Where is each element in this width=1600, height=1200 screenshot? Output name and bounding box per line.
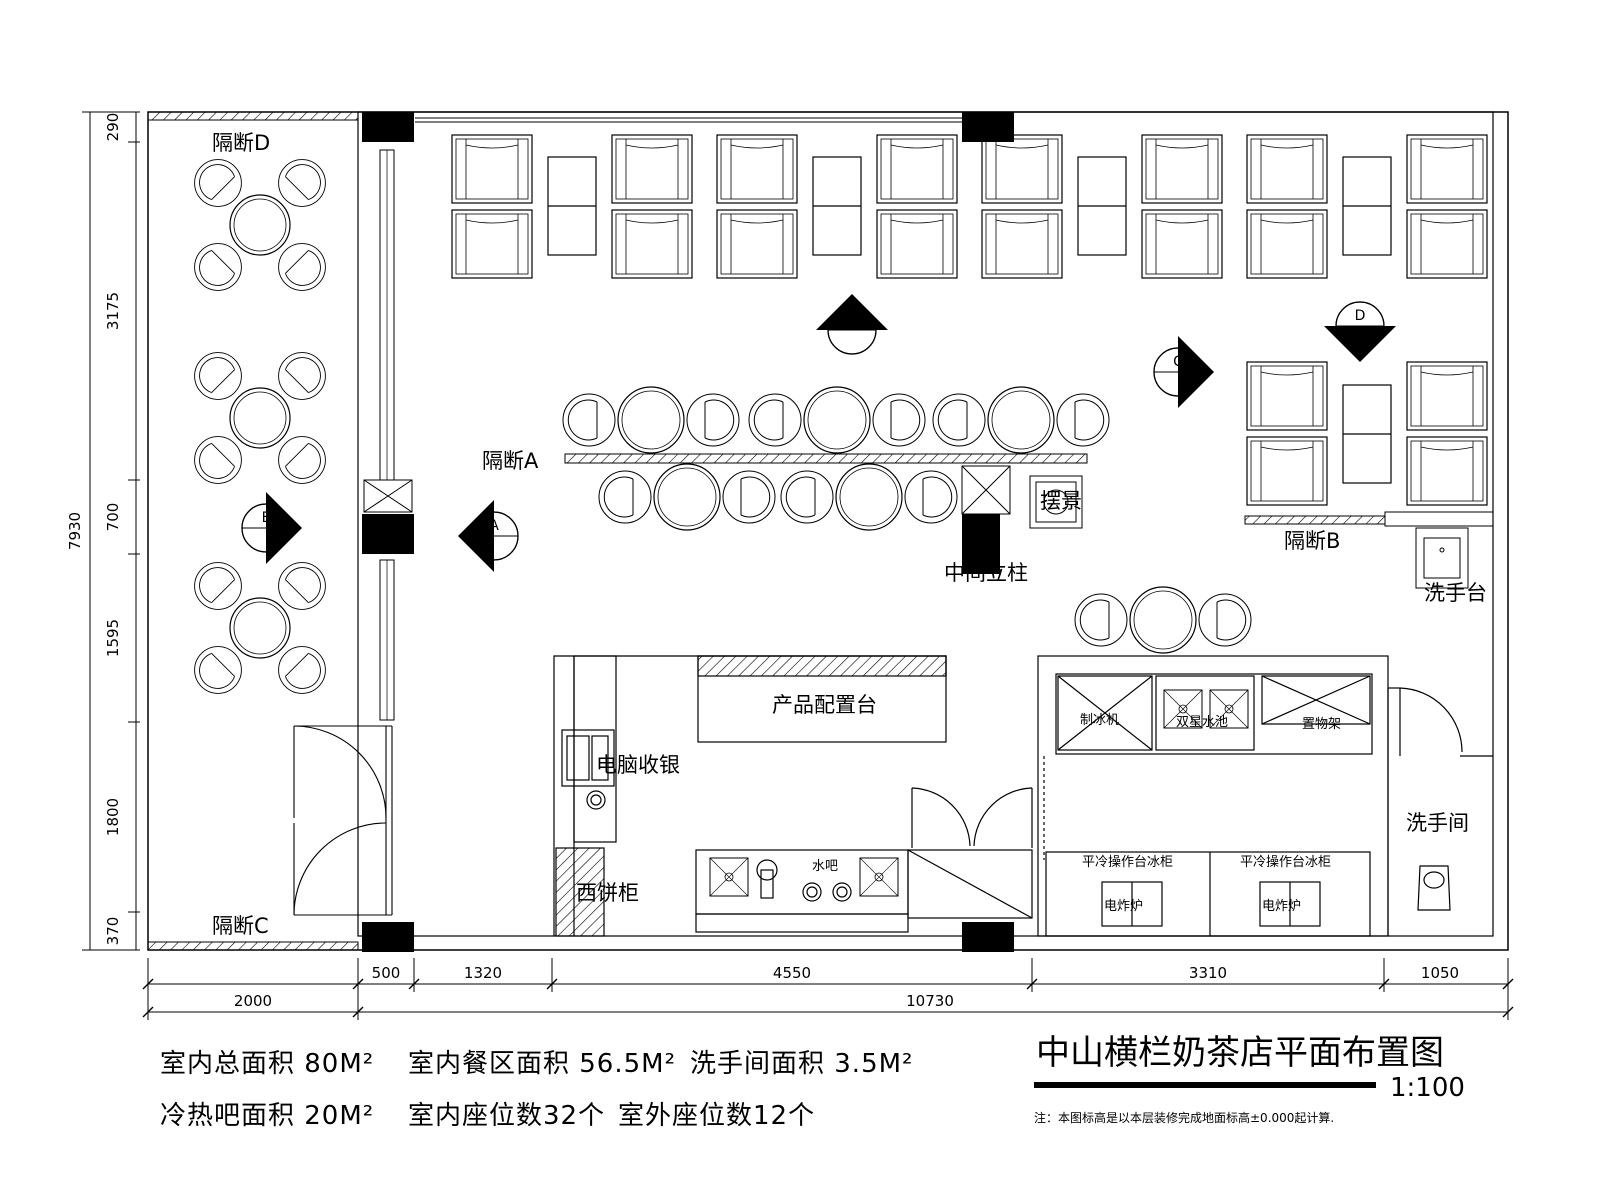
section-marker-label: C — [1173, 354, 1183, 370]
section-marker-label: B — [847, 312, 857, 328]
outdoor-seating — [185, 150, 335, 703]
booth-seating — [451, 134, 1488, 506]
dim-indoor-total: 10730 — [906, 992, 954, 1010]
label-water-bar: 水吧 — [812, 859, 838, 874]
section-marker-label: D — [1355, 308, 1366, 324]
label-partition-c: 隔断C — [212, 914, 269, 938]
stat-outdoor-seats: 室外座位数12个 — [618, 1101, 815, 1131]
dim-left-4: 1595 — [104, 619, 122, 657]
label-product-table: 产品配置台 — [772, 693, 877, 717]
dim-left-2: 3175 — [104, 292, 122, 330]
stat-total-area: 室内总面积 80M² — [160, 1049, 374, 1079]
area-statistics: 室内总面积 80M² 室内餐区面积 56.5M² 洗手间面积 3.5M² 冷热吧… — [160, 1049, 913, 1131]
title-block: 中山横栏奶茶店平面布置图 1:100 注：本图标高是以本层装修完成地面标高±0.… — [1034, 1033, 1465, 1125]
dimension-lines — [82, 111, 1509, 1020]
dim-left-6: 370 — [104, 917, 122, 946]
stat-dining-area: 室内餐区面积 56.5M² — [408, 1049, 676, 1079]
label-washroom: 洗手间 — [1406, 811, 1469, 835]
dim-bottom-5: 1050 — [1421, 964, 1459, 982]
stat-bar-area: 冷热吧面积 20M² — [160, 1101, 374, 1131]
label-handwash: 洗手台 — [1424, 581, 1487, 605]
dim-bottom-1: 500 — [372, 964, 401, 982]
label-shelf: 置物架 — [1302, 717, 1341, 732]
entrance-doors — [293, 725, 393, 916]
round-table-seating — [563, 387, 1251, 653]
column-box — [363, 465, 1011, 515]
room-labels: 隔断D 隔断C 隔断A 隔断B 中间立柱 摆景 洗手台 洗手间 产品配置台 电脑… — [212, 131, 1487, 938]
outer-walls — [147, 111, 1509, 951]
dim-bottom-4: 3310 — [1189, 964, 1227, 982]
label-decor: 摆景 — [1040, 489, 1082, 513]
booth-tables — [547, 156, 1392, 484]
section-marker-e: E — [241, 492, 302, 564]
kitchen-area — [1037, 655, 1389, 937]
drawing-scale: 1:100 — [1390, 1073, 1465, 1103]
section-marker-c: C — [1153, 336, 1214, 408]
section-marker-b: B — [816, 294, 888, 355]
dim-left-3: 700 — [104, 503, 122, 532]
dim-bottom-3: 4550 — [773, 964, 811, 982]
label-partition-a: 隔断A — [482, 449, 539, 473]
label-cake-cabinet: 西饼柜 — [576, 881, 639, 905]
dim-bottom-2: 1320 — [464, 964, 502, 982]
label-fridge-counter-2: 平冷操作台冰柜 — [1240, 854, 1331, 870]
label-fridge-counter-1: 平冷操作台冰柜 — [1082, 854, 1173, 870]
label-stove-2: 电炸炉 — [1262, 899, 1301, 914]
section-marker-a: A — [458, 500, 519, 572]
dimension-texts: 500 1320 4550 3310 1050 2000 10730 290 3… — [66, 113, 1459, 1010]
washroom — [1387, 687, 1493, 936]
section-marker-label: E — [262, 510, 271, 526]
stat-washroom-area: 洗手间面积 3.5M² — [690, 1049, 913, 1079]
label-double-sink: 双星水池 — [1176, 715, 1228, 730]
dim-left-1: 290 — [104, 113, 122, 142]
drawing-title: 中山横栏奶茶店平面布置图 — [1036, 1033, 1444, 1073]
label-stove-1: 电炸炉 — [1104, 899, 1143, 914]
dim-left-5: 1800 — [104, 798, 122, 836]
label-cashier: 电脑收银 — [596, 753, 680, 777]
drawing-note: 注：本图标高是以本层装修完成地面标高±0.000起计算. — [1034, 1110, 1334, 1125]
label-column: 中间立柱 — [944, 561, 1028, 585]
handwash-basin — [1384, 511, 1494, 589]
decor-planter — [1029, 475, 1083, 529]
dim-outdoor-total: 2000 — [234, 992, 272, 1010]
label-partition-b: 隔断B — [1284, 529, 1340, 553]
structural-columns — [362, 112, 1014, 952]
dim-left-total: 7930 — [66, 512, 84, 550]
section-marker-label: A — [489, 518, 499, 534]
dimension-ticks — [142, 978, 1514, 1018]
label-ice-machine: 制冰机 — [1080, 713, 1119, 728]
label-partition-d: 隔断D — [212, 131, 270, 155]
section-marker-d: D — [1324, 301, 1396, 362]
stat-indoor-seats: 室内座位数32个 — [408, 1101, 605, 1131]
service-counter — [553, 655, 1033, 937]
